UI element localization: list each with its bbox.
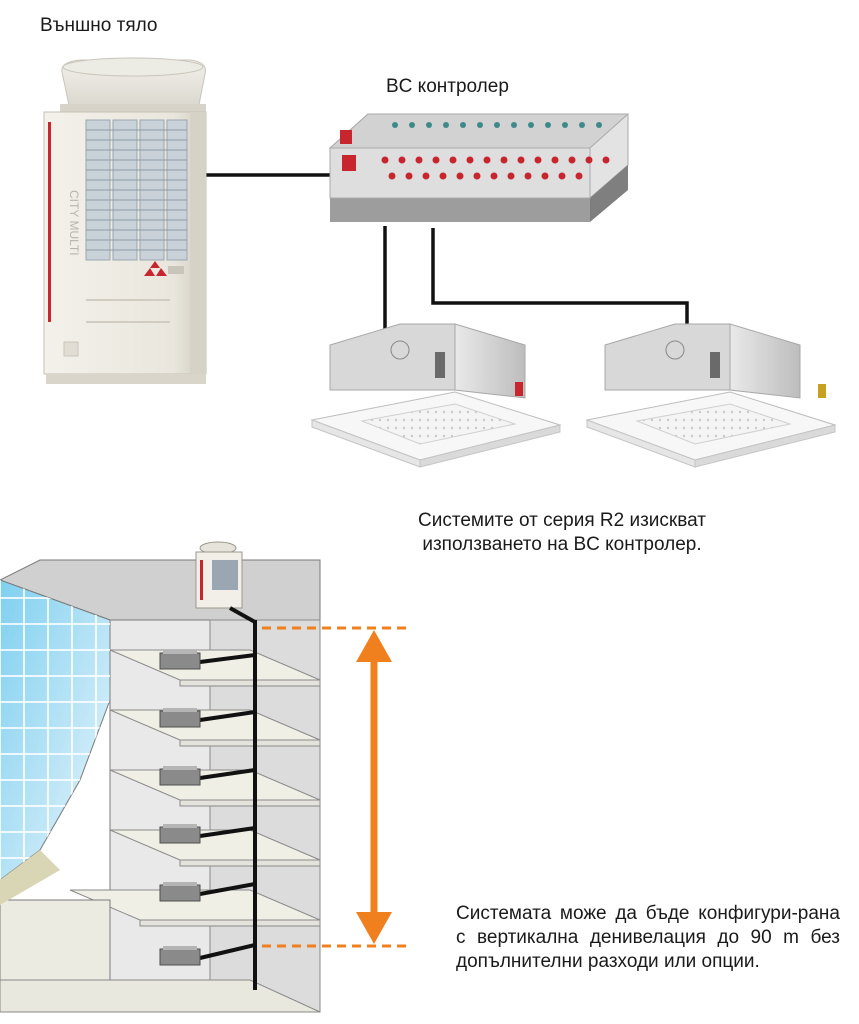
cassette-unit-icon <box>585 323 837 468</box>
refrigerant-pipes <box>205 173 689 340</box>
cassette-unit-icon <box>310 323 562 468</box>
vertical-difference-caption: Системата може да бъде конфигури-рана с … <box>456 903 840 972</box>
r2-requirement-caption: Системите от серия R2 изискват използван… <box>382 509 742 557</box>
bc-controller-icon <box>328 113 630 222</box>
bc-controller-label: BC контролер <box>386 76 509 97</box>
vertical-difference-arrow <box>262 626 410 948</box>
svg-text:CITY MULTI: CITY MULTI <box>67 190 81 256</box>
rooftop-outdoor-unit-icon <box>195 541 243 609</box>
outdoor-unit-label: Външно тяло <box>40 15 158 36</box>
outdoor-unit-icon: CITY MULTI <box>43 57 207 384</box>
caption-line: използването на BC контролер. <box>422 533 702 555</box>
building-icon <box>0 541 321 1013</box>
caption-line: Системите от серия R2 изискват <box>418 510 706 531</box>
